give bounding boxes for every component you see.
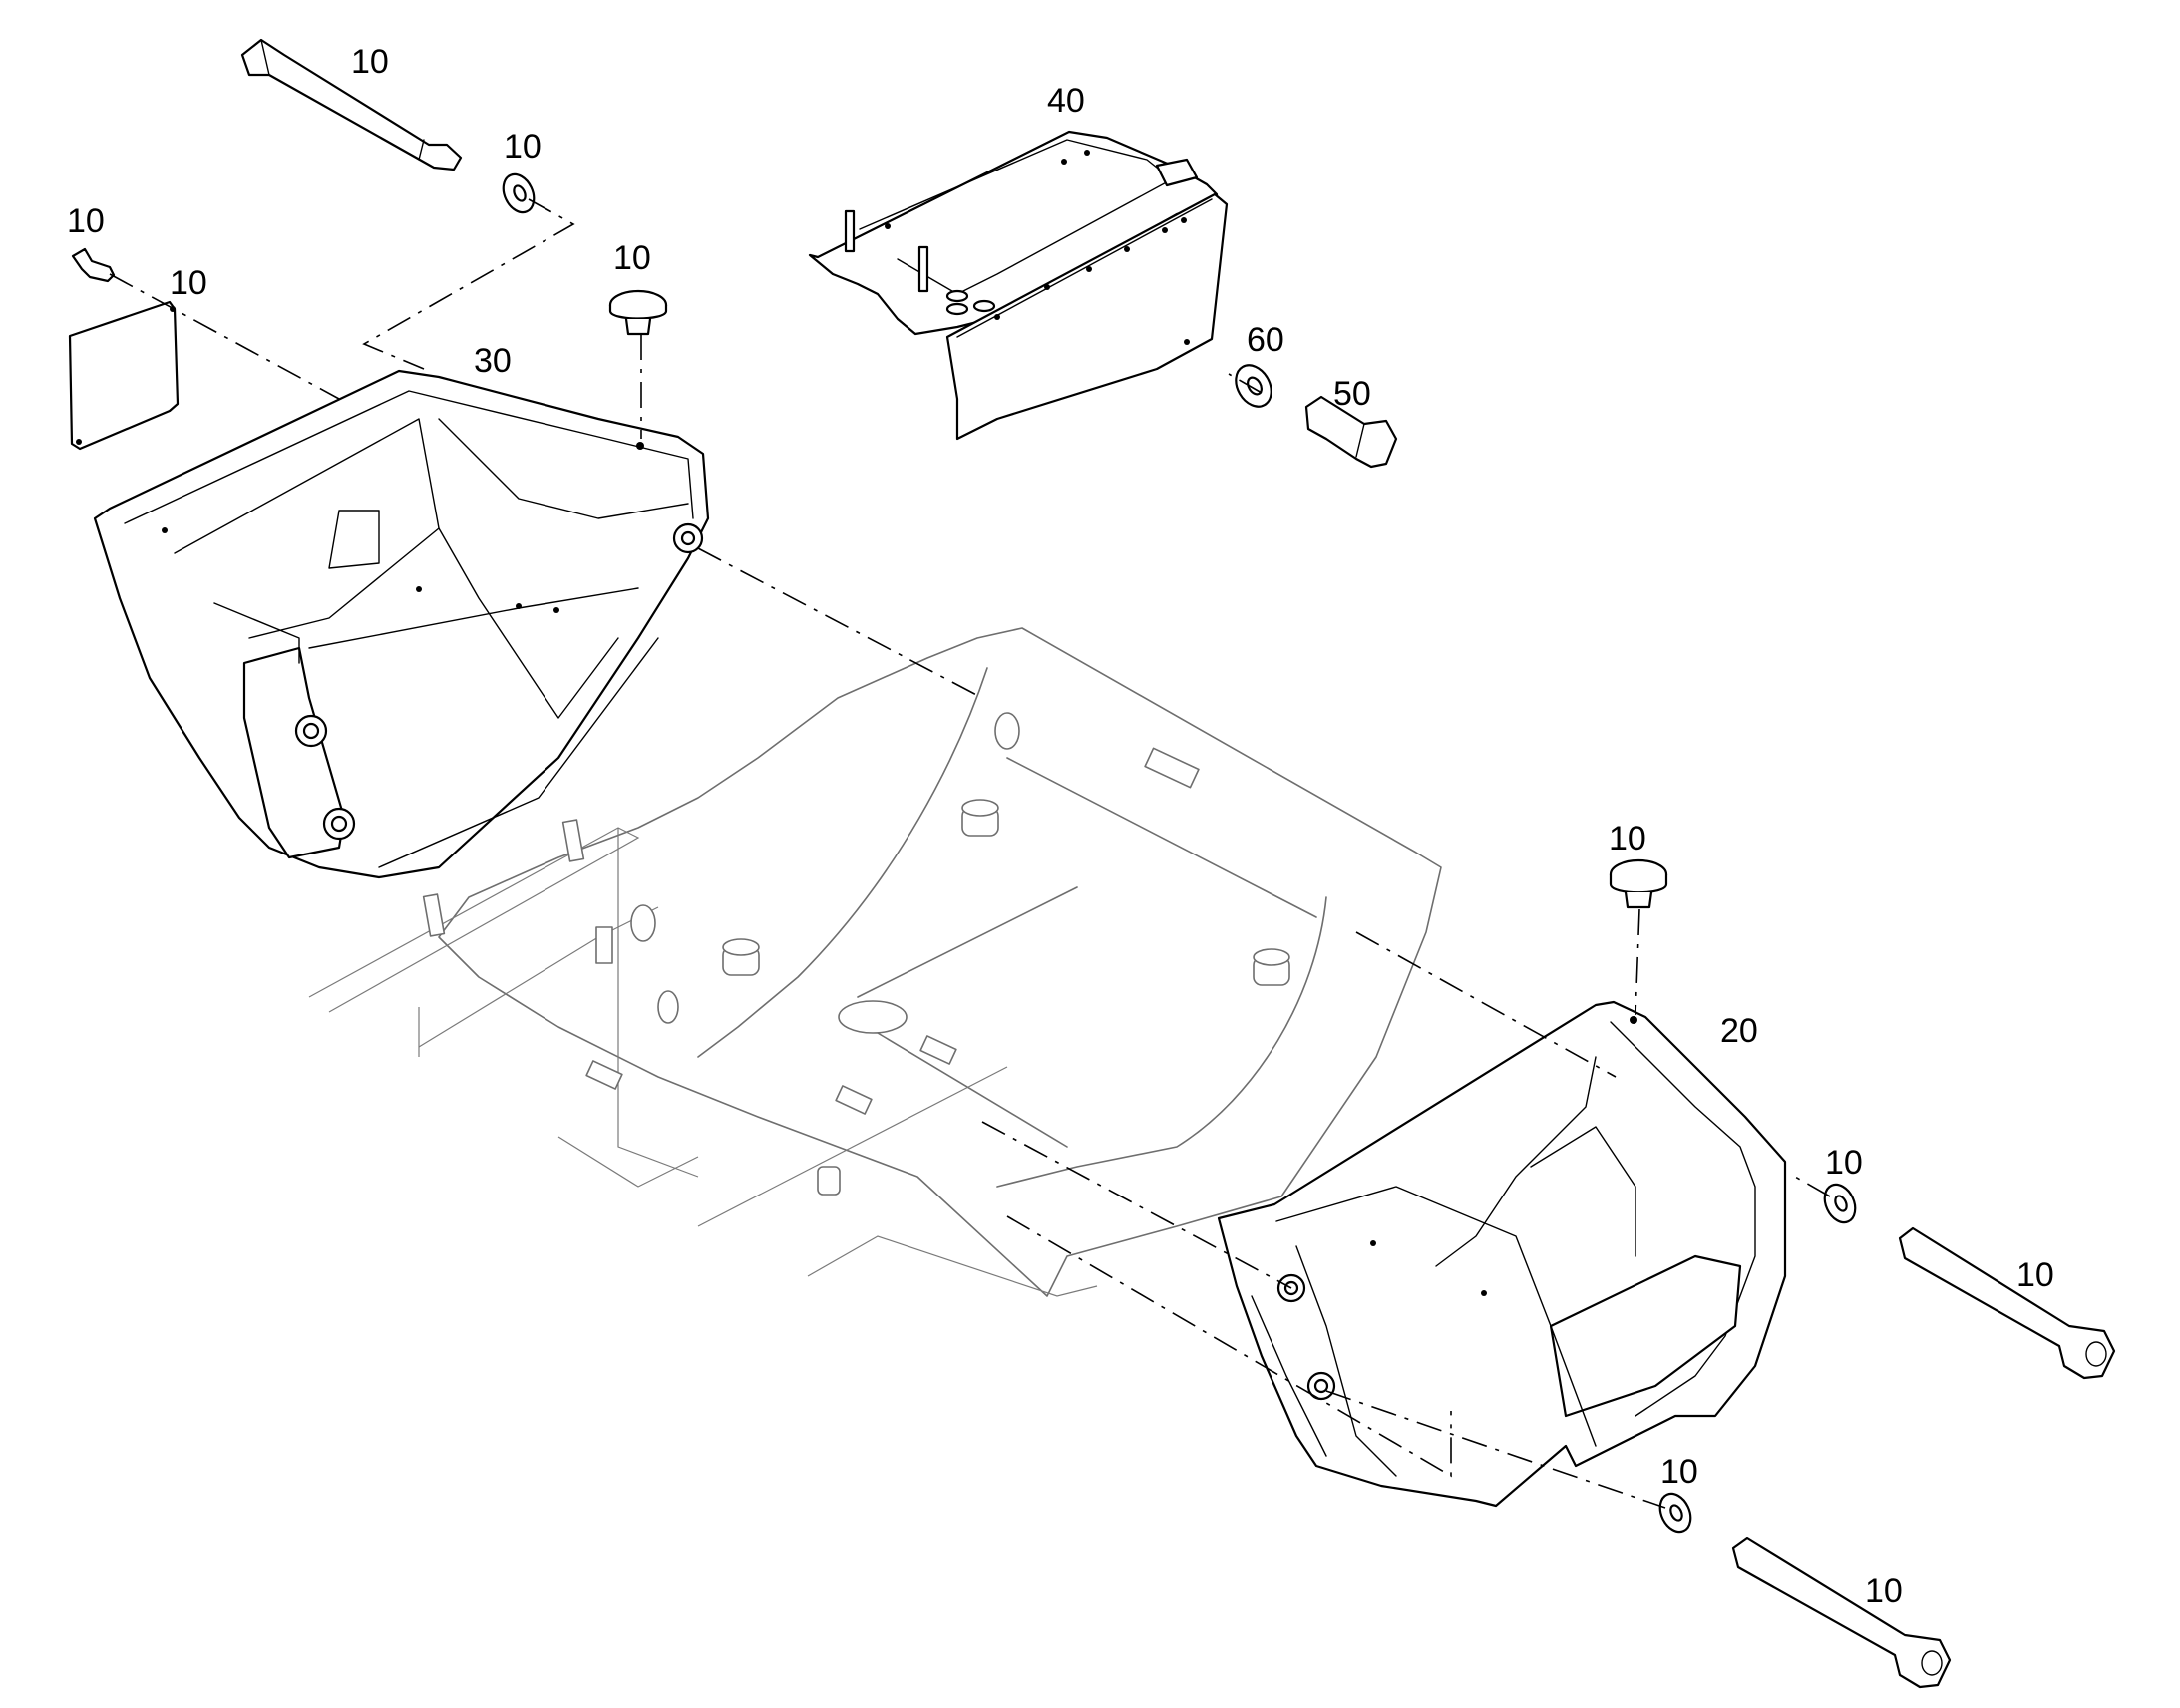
callout-label: 10 [2016,1256,2054,1294]
callout-label: 30 [474,342,512,380]
leader-lines [109,198,1831,1509]
callout-label: 10 [613,239,651,277]
callout-labels: 10 10 10 10 10 30 40 60 50 10 20 10 10 1… [67,43,2054,1610]
screw-small-left [71,247,116,283]
plug-cap-right [1609,858,1668,909]
part-40-cover-plate [808,130,1229,441]
callout-label: 10 [1865,1572,1903,1610]
callout-label: 40 [1047,82,1085,120]
washer-right-upper [1823,1183,1857,1224]
callout-label: 10 [170,264,207,302]
bolt-right-upper [1898,1226,2116,1380]
bolt-right-lower [1731,1537,1952,1689]
callout-label: 10 [1660,1453,1698,1491]
plug-cap-left [608,289,668,336]
callout-label: 20 [1720,1012,1758,1050]
washer-right-lower [1658,1492,1692,1534]
callout-label: 10 [1609,820,1646,857]
callout-label: 10 [351,43,389,81]
bolt-50 [1304,395,1398,469]
callout-label: 50 [1333,375,1371,413]
callout-label: 60 [1247,321,1284,359]
callout-label: 10 [504,128,542,166]
washer-top-left [502,172,536,214]
washer-60 [1235,364,1272,408]
bolt-top-left [240,38,463,171]
callout-label: 10 [67,202,105,240]
part-30-left-housing [93,369,710,879]
part-20-right-housing [1217,1000,1787,1508]
base-frame [308,627,1442,1297]
cover-plate-small [68,300,180,451]
callout-label: 10 [1825,1144,1863,1182]
